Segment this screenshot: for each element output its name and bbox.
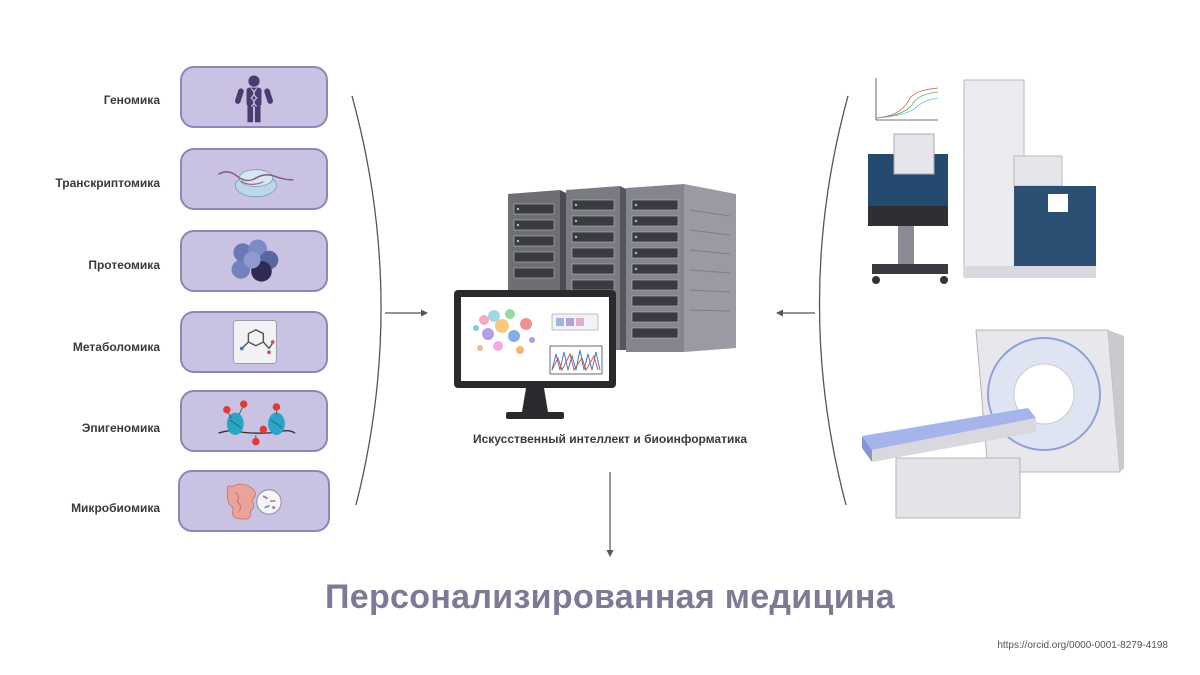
liquid-chromatograph: [868, 133, 948, 284]
monitor-illustration: [454, 290, 616, 419]
omics-label-microbiomics: Микробиомика: [71, 501, 160, 515]
protein-complex-icon: [231, 239, 279, 282]
right-bracket: [818, 95, 849, 506]
dose-response-chart: [868, 70, 942, 126]
omics-label-epigenomics: Эпигеномика: [81, 421, 160, 435]
molecule-icon: [232, 320, 277, 364]
left-bracket: [351, 95, 382, 506]
arrow-right-to-center: [776, 309, 815, 317]
heatmap-bar: [551, 313, 599, 331]
gut-microbiome-icon: [226, 483, 282, 520]
center-caption: Искусственный интеллект и биоинформатика: [472, 432, 748, 446]
orcid-link[interactable]: https://orcid.org/0000-0001-8279-4198: [997, 640, 1168, 651]
mass-spectrometer: [963, 79, 1096, 278]
lab-instruments-illustration: [868, 70, 1096, 284]
omics-box-transcriptomics: [180, 148, 328, 210]
human-figure-icon: [234, 75, 274, 123]
nucleosome-methylation-icon: [218, 400, 296, 446]
page-title: Персонализированная медицина: [325, 578, 895, 616]
omics-box-metabolomics: [180, 311, 328, 373]
ribosome-rna-icon: [218, 169, 294, 198]
omics-label-metabolomics: Метаболомика: [72, 340, 160, 354]
umap-scatter: [473, 309, 535, 354]
omics-label-transcriptomics: Транскриптомика: [55, 176, 160, 190]
omics-box-epigenomics: [180, 390, 328, 452]
omics-box-genomics: [180, 66, 328, 128]
ct-scanner-illustration: [862, 329, 1124, 519]
omics-box-microbiomics: [178, 470, 330, 532]
chromatogram: [549, 345, 603, 375]
omics-label-proteomics: Протеомика: [88, 258, 160, 272]
omics-label-genomics: Геномика: [103, 93, 160, 107]
arrow-left-to-center: [385, 309, 428, 317]
arrow-down-to-title: [606, 472, 614, 557]
omics-box-proteomics: [180, 230, 328, 292]
